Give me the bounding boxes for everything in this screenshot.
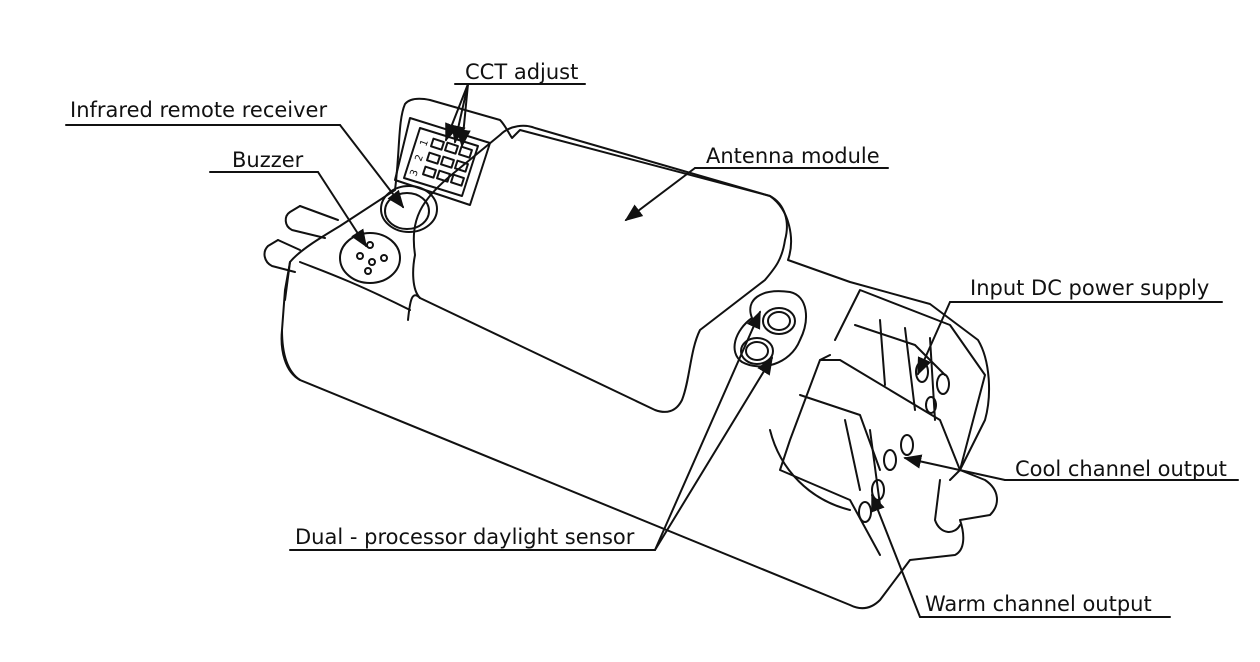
infrared-remote-receiver-label: Infrared remote receiver (70, 98, 328, 122)
dip-number-2: 2 (413, 153, 426, 163)
antenna-module-label: Antenna module (706, 144, 880, 168)
dip-number-1: 1 (418, 138, 431, 148)
cct-adjust-label: CCT adjust (465, 60, 579, 84)
leader-lines (65, 83, 1239, 618)
dip-number-3: 3 (408, 168, 421, 178)
warm-channel-output-label: Warm channel output (925, 592, 1152, 616)
input-dc-power-supply-label: Input DC power supply (970, 276, 1210, 300)
cool-channel-output-label: Cool channel output (1015, 457, 1227, 481)
daylight-sensors (733, 290, 807, 368)
dual-processor-daylight-sensor-label: Dual - processor daylight sensor (295, 525, 635, 549)
buzzer (339, 232, 401, 284)
buzzer-label: Buzzer (232, 148, 304, 172)
housing-body (280, 97, 998, 610)
antenna-module-lid (299, 124, 788, 413)
left-mounting-tabs (263, 205, 339, 273)
infrared-receiver (380, 185, 438, 233)
